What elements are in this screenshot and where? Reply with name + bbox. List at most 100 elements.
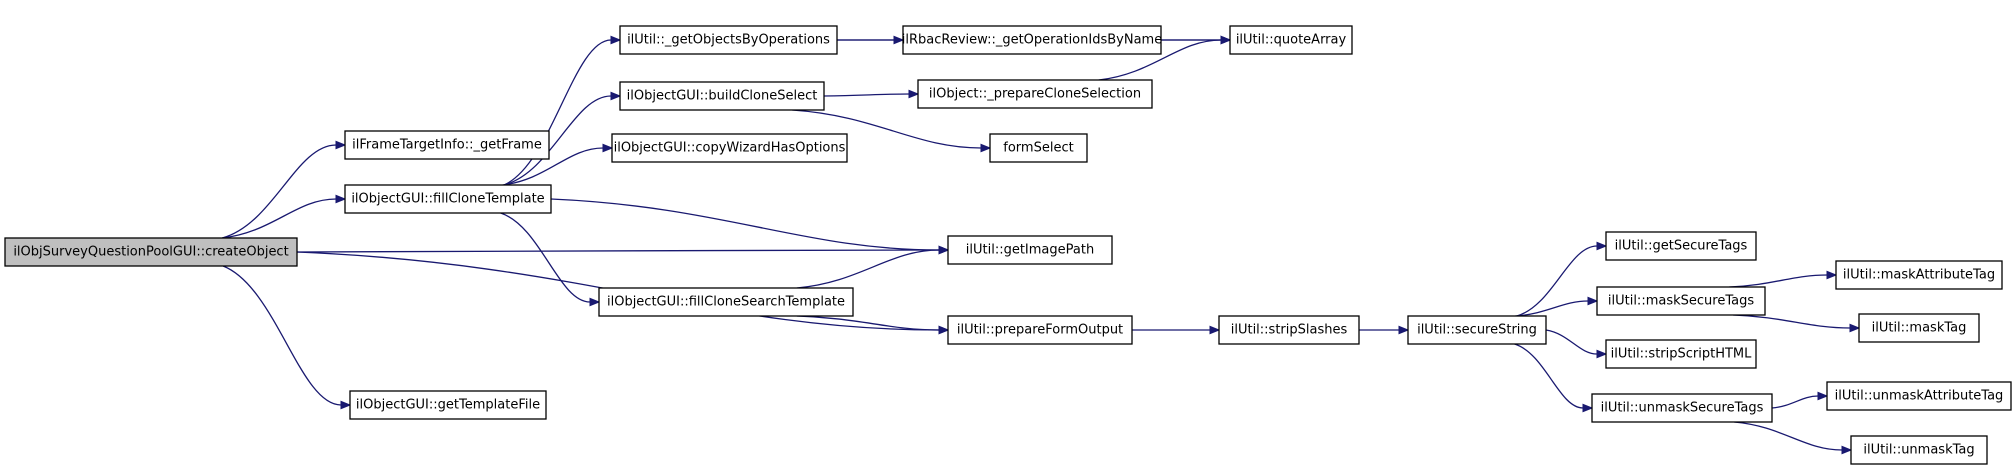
node-box [1407, 315, 1547, 345]
arrowhead-unmask-attribute-tag [1817, 391, 1829, 401]
node-label: ilFrameTargetInfo::_getFrame [352, 138, 542, 153]
arrowhead-copy-wizard-has-options [602, 143, 614, 153]
arrowhead-get-image-path [938, 245, 950, 255]
node-mask-tag[interactable]: ilUtil::maskTag [1858, 313, 1980, 343]
arrowhead-unmask-tag [1841, 445, 1853, 455]
node-box [1218, 315, 1360, 345]
node-label: ilObjectGUI::getTemplateFile [356, 398, 540, 413]
node-box [1596, 286, 1766, 316]
arrowhead-get-secure-tags [1596, 241, 1608, 251]
edge-create-object-to-get-image-path [296, 249, 940, 253]
edge-build-clone-select-to-form-select [792, 109, 982, 149]
arrowhead-quote-array [1220, 35, 1232, 45]
node-unmask-attribute-tag[interactable]: ilUtil::unmaskAttributeTag [1826, 381, 2012, 411]
node-box [1605, 231, 1757, 261]
node-box [344, 130, 550, 160]
node-box [1826, 381, 2012, 411]
edge-prepare-clone-selection-to-quote-array [1098, 39, 1222, 81]
arrowhead-prepare-clone-selection [908, 89, 920, 99]
node-label: ilUtil::stripSlashes [1231, 323, 1348, 338]
node-label: ilUtil::maskAttributeTag [1843, 268, 1995, 283]
node-copy-wizard-has-options[interactable]: ilObjectGUI::copyWizardHasOptions [611, 133, 848, 163]
arrowhead-prepare-form-output [938, 325, 950, 335]
node-label: ilUtil::_getObjectsByOperations [627, 33, 830, 48]
arrowhead-fill-clone-search-template [589, 297, 601, 307]
nodes: ilObjSurveyQuestionPoolGUI::createObject… [4, 25, 2012, 465]
node-unmask-tag[interactable]: ilUtil::unmaskTag [1850, 435, 1988, 465]
node-box [989, 133, 1088, 163]
node-box [902, 25, 1162, 55]
node-get-frame[interactable]: ilFrameTargetInfo::_getFrame [344, 130, 550, 160]
node-box [1605, 339, 1757, 369]
node-secure-string[interactable]: ilUtil::secureString [1407, 315, 1547, 345]
node-quote-array[interactable]: ilUtil::quoteArray [1229, 25, 1353, 55]
node-label: ilObjectGUI::fillCloneTemplate [351, 192, 544, 207]
edge-create-object-to-get-frame [222, 144, 337, 239]
arrowhead-get-template-file [340, 400, 352, 410]
node-mask-attribute-tag[interactable]: ilUtil::maskAttributeTag [1835, 260, 2003, 290]
node-get-template-file[interactable]: ilObjectGUI::getTemplateFile [349, 390, 547, 420]
arrowhead-mask-secure-tags [1587, 296, 1599, 306]
node-prepare-clone-selection[interactable]: ilObject::_prepareCloneSelection [917, 79, 1153, 109]
node-label: ilUtil::unmaskSecureTags [1601, 401, 1764, 416]
edge-mask-secure-tags-to-mask-attribute-tag [1729, 274, 1828, 288]
node-form-select[interactable]: formSelect [989, 133, 1088, 163]
edge-secure-string-to-unmask-secure-tags [1514, 343, 1584, 409]
arrowhead-secure-string [1398, 325, 1410, 335]
node-prepare-form-output[interactable]: ilUtil::prepareFormOutput [947, 315, 1133, 345]
arrowhead-unmask-secure-tags [1582, 403, 1594, 413]
arrowhead-get-objects-by-operations [610, 35, 622, 45]
node-label: ilObjectGUI::fillCloneSearchTemplate [607, 295, 845, 310]
edge-fill-clone-template-to-build-clone-select [503, 95, 612, 186]
edge-mask-secure-tags-to-mask-tag [1733, 314, 1851, 329]
edge-secure-string-to-mask-secure-tags [1515, 300, 1589, 317]
node-get-secure-tags[interactable]: ilUtil::getSecureTags [1605, 231, 1757, 261]
edge-secure-string-to-strip-script-html [1545, 329, 1598, 355]
node-box [4, 237, 298, 267]
node-strip-script-html[interactable]: ilUtil::stripScriptHTML [1605, 339, 1757, 369]
edge-fill-clone-template-to-get-image-path [550, 198, 940, 251]
node-fill-clone-search-template[interactable]: ilObjectGUI::fillCloneSearchTemplate [598, 287, 854, 317]
edge-build-clone-select-to-prepare-clone-selection [823, 93, 910, 97]
node-label: ilUtil::quoteArray [1236, 33, 1347, 48]
edge-fill-clone-search-template-to-get-image-path [796, 249, 940, 289]
edge-fill-clone-template-to-copy-wizard-has-options [502, 147, 604, 186]
edge-create-object-to-fill-clone-template [222, 198, 337, 239]
arrowhead-mask-tag [1849, 323, 1861, 333]
edge-unmask-secure-tags-to-unmask-attribute-tag [1771, 395, 1819, 409]
node-label: ilRbacReview::_getOperationIdsByName [902, 33, 1162, 48]
node-box [947, 235, 1113, 265]
node-label: ilObjectGUI::buildCloneSelect [627, 89, 818, 104]
arrowhead-get-frame [335, 140, 347, 150]
node-box [349, 390, 547, 420]
node-fill-clone-template[interactable]: ilObjectGUI::fillCloneTemplate [344, 184, 552, 214]
node-label: ilUtil::getImagePath [966, 243, 1094, 258]
node-box [611, 133, 848, 163]
node-create-object[interactable]: ilObjSurveyQuestionPoolGUI::createObject [4, 237, 298, 267]
arrowhead-mask-attribute-tag [1826, 270, 1838, 280]
node-box [619, 81, 825, 111]
edge-create-object-to-get-template-file [222, 265, 342, 406]
edge-unmask-secure-tags-to-unmask-tag [1734, 421, 1843, 451]
arrowhead-form-select [980, 143, 992, 153]
node-build-clone-select[interactable]: ilObjectGUI::buildCloneSelect [619, 81, 825, 111]
node-mask-secure-tags[interactable]: ilUtil::maskSecureTags [1596, 286, 1766, 316]
node-label: formSelect [1003, 141, 1073, 156]
arrowhead-fill-clone-template [335, 194, 347, 204]
arrowhead-strip-script-html [1596, 349, 1608, 359]
node-box [1591, 393, 1773, 423]
node-get-objects-by-operations[interactable]: ilUtil::_getObjectsByOperations [619, 25, 838, 55]
node-label: ilUtil::getSecureTags [1615, 239, 1748, 254]
node-box [947, 315, 1133, 345]
node-unmask-secure-tags[interactable]: ilUtil::unmaskSecureTags [1591, 393, 1773, 423]
node-strip-slashes[interactable]: ilUtil::stripSlashes [1218, 315, 1360, 345]
node-label: ilUtil::prepareFormOutput [957, 323, 1123, 338]
node-label: ilUtil::stripScriptHTML [1611, 347, 1753, 362]
edge-secure-string-to-get-secure-tags [1516, 245, 1598, 317]
node-label: ilUtil::unmaskTag [1863, 443, 1974, 458]
node-get-operation-ids-by-name[interactable]: ilRbacReview::_getOperationIdsByName [902, 25, 1162, 55]
node-get-image-path[interactable]: ilUtil::getImagePath [947, 235, 1113, 265]
node-box [917, 79, 1153, 109]
node-label: ilUtil::maskTag [1872, 321, 1967, 336]
